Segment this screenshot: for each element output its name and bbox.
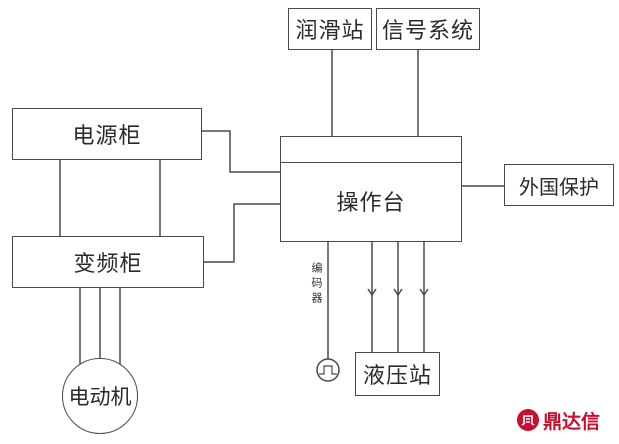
power-cabinet-box: 电源柜 (12, 108, 202, 160)
motor-label: 电动机 (68, 385, 132, 409)
hydraulic-station-label: 液压站 (362, 364, 432, 389)
logo-text: 鼎达信 (543, 410, 601, 433)
vfd-cabinet-label: 变频柜 (73, 252, 143, 277)
lubrication-station-label: 润滑站 (295, 19, 365, 44)
encoder-icon (316, 358, 340, 382)
wire-power-console (202, 130, 280, 173)
external-protection-box: 外国保护 (504, 164, 614, 206)
arrowhead-hydraulic-3 (419, 288, 429, 297)
arrowhead-hydraulic-2 (393, 288, 403, 297)
hydraulic-station-box: 液压站 (355, 352, 440, 396)
vfd-cabinet-box: 变频柜 (12, 236, 204, 288)
signal-system-box: 信号系统 (376, 8, 480, 50)
logo: 鼎达信 (516, 406, 600, 434)
encoder-pulse-icon (319, 365, 337, 375)
power-cabinet-label: 电源柜 (72, 124, 142, 149)
wire-vfd-console (204, 203, 280, 263)
lubrication-station-box: 润滑站 (288, 8, 372, 50)
motor-circle: 电动机 (62, 358, 138, 434)
console-label: 操作台 (336, 191, 406, 216)
arrowhead-hydraulic-1 (367, 288, 377, 297)
encoder-label: 编码器 (310, 262, 323, 307)
signal-system-label: 信号系统 (381, 19, 474, 44)
external-protection-label: 外国保护 (519, 174, 599, 199)
console-header-strip (281, 137, 461, 163)
console-box: 操作台 (280, 136, 462, 242)
logo-icon (517, 409, 539, 431)
